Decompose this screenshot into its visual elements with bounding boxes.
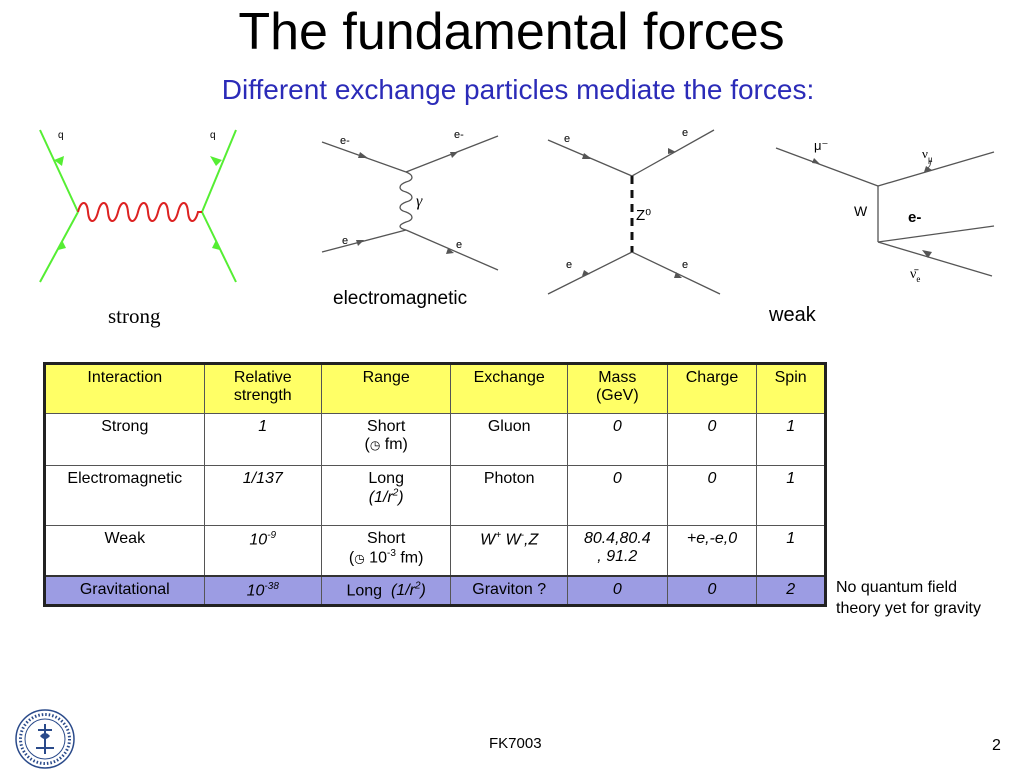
cell-strength: 1/137 <box>203 465 322 526</box>
gravity-note: No quantum field theory yet for gravity <box>836 579 981 617</box>
strong-label: strong <box>108 304 161 328</box>
strong-feynman-diagram: q q <box>39 129 237 283</box>
footer-course-code: FK7003 <box>489 735 542 752</box>
cell-name: Gravitational <box>44 574 205 606</box>
z-tl-label: e <box>564 133 570 145</box>
em-br-label: e <box>456 239 462 251</box>
weak-label: weak <box>769 304 816 326</box>
header-spin: Spin <box>756 363 826 414</box>
z-boson-label: Z⁰ <box>636 207 651 224</box>
cell-exchange: Photon <box>450 465 568 526</box>
header-interaction: Interaction <box>44 363 205 414</box>
em-feynman-diagram: e- e- e e γ <box>321 129 499 271</box>
cell-charge: 0 <box>666 465 758 526</box>
weak-muon-label: μ⁻ <box>814 138 828 153</box>
cell-charge: +e,-e,0 <box>666 525 758 576</box>
em-gamma-label: γ <box>416 193 423 210</box>
cell-mass: 0 <box>566 574 668 606</box>
cell-charge: 0 <box>666 413 758 466</box>
cell-range: Short(◷ 10-3 fm) <box>320 525 452 576</box>
cell-spin: 1 <box>756 525 826 576</box>
table-row-weak: Weak 10-9 Short(◷ 10-3 fm) W+ W-,Z 80.4,… <box>44 525 826 576</box>
cell-exchange: Gluon <box>450 413 568 466</box>
cell-name: Strong <box>44 413 205 466</box>
weak-numu-sub: μ <box>928 154 933 164</box>
header-range: Range <box>320 363 452 414</box>
table-row-strong: Strong 1 Short(◷ fm) Gluon 0 0 1 <box>44 413 826 466</box>
cell-spin: 2 <box>756 574 826 606</box>
svg-text:ν̄e: ν̄e <box>910 267 920 284</box>
z-br-label: e <box>682 259 688 271</box>
weak-w-label: W <box>854 203 868 219</box>
weak-feynman-diagram: μ⁻ νμ W e- ν̄e <box>775 138 995 284</box>
cell-strength: 1 <box>203 413 322 466</box>
z-bl-label: e <box>566 259 572 271</box>
slide-title: The fundamental forces <box>238 3 785 61</box>
clock-icon: ◷ <box>354 551 365 566</box>
cell-mass: 0 <box>566 413 668 466</box>
em-bl-label: e <box>342 235 348 247</box>
page-number: 2 <box>992 737 1001 754</box>
cell-spin: 1 <box>756 413 826 466</box>
strong-q-left-label: q <box>58 130 64 141</box>
header-exchange: Exchange <box>450 363 568 414</box>
cell-spin: 1 <box>756 465 826 526</box>
cell-charge: 0 <box>666 574 758 606</box>
electromagnetic-label: electromagnetic <box>333 288 468 309</box>
cell-range: Short(◷ fm) <box>320 413 452 466</box>
university-seal-logo <box>15 709 75 769</box>
cell-exchange: Graviton ? <box>450 574 568 606</box>
weak-numu-label: ν <box>922 146 928 161</box>
cell-name: Weak <box>44 525 205 576</box>
weak-nue-sub: e <box>916 274 920 284</box>
clock-icon: ◷ <box>369 438 381 452</box>
strong-q-right-label: q <box>210 130 216 141</box>
em-tl-label: e- <box>340 135 350 147</box>
table-row-gravitational: Gravitational 10-38 Long (1/r2) Graviton… <box>44 574 826 606</box>
table-row-electromagnetic: Electromagnetic 1/137 Long(1/r2) Photon … <box>44 465 826 526</box>
cell-strength: 10-38 <box>203 574 322 606</box>
weak-nue-label: ν̄ <box>910 267 919 282</box>
z-tr-label: e <box>682 127 688 139</box>
cell-exchange: W+ W-,Z <box>450 525 568 576</box>
slide-subtitle: Different exchange particles mediate the… <box>221 74 815 105</box>
weak-electron-label: e- <box>908 209 921 226</box>
cell-mass: 0 <box>566 465 668 526</box>
em-tr-label: e- <box>454 129 464 141</box>
z-feynman-diagram: e e e e Z⁰ <box>547 127 721 295</box>
cell-mass: 80.4,80.4, 91.2 <box>566 525 668 576</box>
cell-strength: 10-9 <box>203 525 322 576</box>
cell-range: Long (1/r2) <box>320 574 452 606</box>
cell-name: Electromagnetic <box>44 465 205 526</box>
header-mass: Mass(GeV) <box>566 363 668 414</box>
header-charge: Charge <box>666 363 758 414</box>
cell-range: Long(1/r2) <box>320 465 452 526</box>
svg-text:νμ: νμ <box>922 146 933 164</box>
